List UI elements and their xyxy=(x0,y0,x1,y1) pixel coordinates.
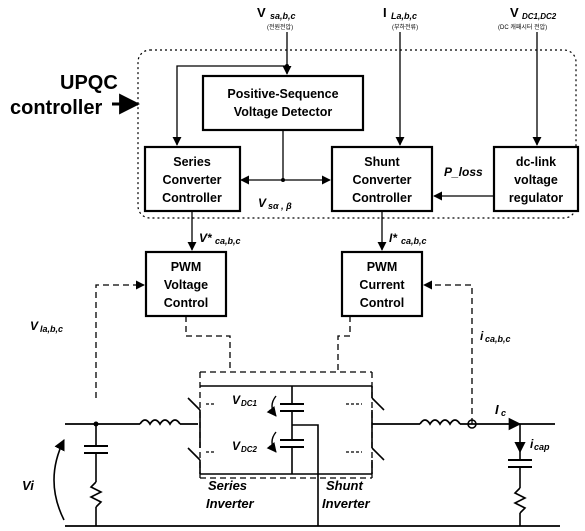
svg-text:c: c xyxy=(501,408,506,418)
input-il: I La,b,c (부하전류) xyxy=(383,5,418,31)
svg-text:Inverter: Inverter xyxy=(322,496,371,511)
pwm-voltage-control: PWM Voltage Control xyxy=(144,250,228,318)
svg-text:PWM: PWM xyxy=(367,260,398,274)
svg-text:(전원전압): (전원전압) xyxy=(267,23,293,31)
svg-text:V: V xyxy=(257,5,266,20)
svg-text:regulator: regulator xyxy=(509,191,563,205)
series-converter-controller: Series Converter Controller xyxy=(143,145,242,213)
svg-text:V: V xyxy=(232,439,241,453)
shunt-inductor xyxy=(419,419,461,426)
signal-icap: i cap xyxy=(530,437,550,452)
svg-text:cap: cap xyxy=(534,442,550,452)
svg-text:V: V xyxy=(30,319,39,333)
shunt-inverter-label: Shunt Inverter xyxy=(322,478,371,511)
svg-text:ca,b,c: ca,b,c xyxy=(401,236,427,246)
svg-text:ca,b,c: ca,b,c xyxy=(215,236,241,246)
svg-text:i: i xyxy=(530,437,534,451)
svg-text:V: V xyxy=(232,393,241,407)
signal-ploss: P_loss xyxy=(444,165,483,179)
svg-text:Controller: Controller xyxy=(352,191,412,205)
svg-text:Converter: Converter xyxy=(162,173,221,187)
svg-text:Current: Current xyxy=(359,278,405,292)
controller-title-line1: UPQC xyxy=(60,72,118,94)
svg-text:Inverter: Inverter xyxy=(206,496,255,511)
input-vs: V sa,b,c (전원전압) xyxy=(257,5,296,31)
svg-text:I: I xyxy=(383,5,387,20)
svg-text:DC1,DC2: DC1,DC2 xyxy=(522,12,557,21)
svg-text:Series: Series xyxy=(173,155,211,169)
svg-text:(DC 캐패시터 전압): (DC 캐패시터 전압) xyxy=(498,23,547,31)
svg-text:Control: Control xyxy=(360,296,404,310)
svg-text:sα , β: sα , β xyxy=(268,201,292,211)
controller-title-line2: controller xyxy=(10,97,102,119)
series-inverter-label: Series Inverter xyxy=(206,478,255,511)
svg-text:DC2: DC2 xyxy=(241,445,258,454)
controller-region xyxy=(137,49,577,219)
signal-ic: I c xyxy=(495,402,506,418)
svg-text:Series: Series xyxy=(208,478,247,493)
svg-text:I*: I* xyxy=(389,231,398,245)
positive-sequence-detector: Positive-Sequence Voltage Detector xyxy=(201,74,365,132)
shunt-inverter-switches xyxy=(318,385,385,475)
svg-text:la,b,c: la,b,c xyxy=(40,324,63,334)
dc-link-voltage-regulator: dc-link voltage regulator xyxy=(492,145,580,213)
input-vdc: V DC1,DC2 (DC 캐패시터 전압) xyxy=(498,5,557,31)
svg-text:dc-link: dc-link xyxy=(516,155,556,169)
svg-text:sa,b,c: sa,b,c xyxy=(270,11,296,21)
svg-text:DC1: DC1 xyxy=(241,399,258,408)
svg-text:Shunt: Shunt xyxy=(326,478,363,493)
svg-text:(부하전류): (부하전류) xyxy=(392,23,418,31)
svg-text:i: i xyxy=(480,329,484,343)
svg-text:voltage: voltage xyxy=(514,173,558,187)
svg-text:ca,b,c: ca,b,c xyxy=(485,334,511,344)
signal-vdc1: V DC1 xyxy=(232,393,258,408)
series-inductor xyxy=(139,419,181,426)
svg-text:V*: V* xyxy=(199,231,213,245)
signal-ica: I* ca,b,c xyxy=(389,231,427,246)
signal-vi: Vi xyxy=(22,478,34,493)
signal-vca: V* ca,b,c xyxy=(199,231,241,246)
svg-text:I: I xyxy=(495,402,499,417)
svg-text:Controller: Controller xyxy=(162,191,222,205)
svg-text:Converter: Converter xyxy=(352,173,411,187)
shunt-converter-controller: Shunt Converter Controller xyxy=(330,145,434,213)
svg-text:Positive-Sequence: Positive-Sequence xyxy=(227,87,338,101)
svg-text:Voltage Detector: Voltage Detector xyxy=(234,105,333,119)
signal-vla: V la,b,c xyxy=(30,319,63,334)
svg-text:Control: Control xyxy=(164,296,208,310)
series-inverter-switches xyxy=(187,397,201,474)
svg-text:V: V xyxy=(510,5,519,20)
load-resistor xyxy=(513,487,527,514)
svg-text:Voltage: Voltage xyxy=(164,278,208,292)
svg-text:V: V xyxy=(258,196,267,210)
signal-vdc2: V DC2 xyxy=(232,439,258,454)
signal-vs-alpha-beta: V sα , β xyxy=(258,196,292,211)
pwm-current-control: PWM Current Control xyxy=(340,250,424,318)
svg-text:PWM: PWM xyxy=(171,260,202,274)
svg-text:Shunt: Shunt xyxy=(364,155,400,169)
signal-icabc: i ca,b,c xyxy=(480,329,511,344)
source-resistor xyxy=(89,481,103,508)
svg-text:La,b,c: La,b,c xyxy=(391,11,417,21)
